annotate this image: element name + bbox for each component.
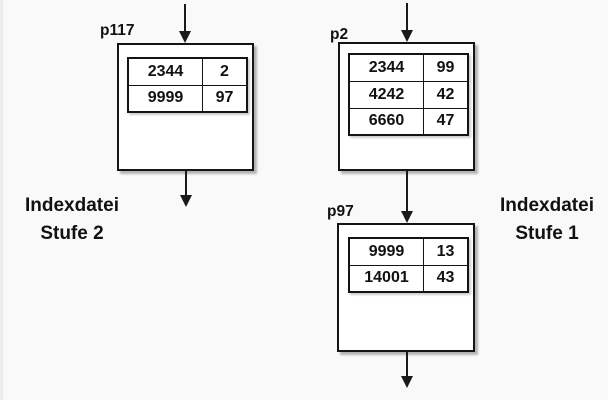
node-box-p117: 2344 2 9999 97 (117, 43, 254, 171)
table-cell-pointer: 47 (423, 107, 469, 136)
index-table-p97: 9999 13 14001 43 (348, 237, 469, 293)
arrow-out-of-p117 (179, 171, 192, 207)
table-cell-key: 2344 (127, 57, 203, 86)
arrow-head-icon (400, 211, 413, 223)
arrow-into-p2 (400, 3, 413, 42)
table-cell-pointer: 13 (423, 237, 469, 266)
table-cell-key: 9999 (127, 84, 203, 113)
node-label-p2: p2 (330, 26, 349, 43)
table-row: 9999 97 (127, 84, 248, 113)
table-cell-pointer: 42 (423, 80, 469, 109)
index-table-p117: 2344 2 9999 97 (127, 57, 248, 113)
table-row: 14001 43 (348, 264, 469, 293)
table-cell-pointer: 2 (202, 57, 248, 86)
caption-line: Indexdatei (500, 195, 594, 216)
arrow-into-p117 (178, 4, 191, 43)
table-row: 2344 2 (127, 57, 248, 86)
caption-index-level-2: Indexdatei Stufe 2 (8, 192, 136, 248)
arrow-head-icon (178, 31, 191, 43)
arrow-shaft (184, 171, 187, 195)
table-row: 6660 47 (348, 107, 469, 136)
caption-line: Stufe 2 (40, 223, 104, 244)
table-cell-pointer: 99 (423, 53, 469, 82)
node-label-p97: p97 (327, 203, 354, 220)
arrow-head-icon (400, 376, 413, 388)
arrow-head-icon (179, 195, 192, 207)
table-cell-pointer: 97 (202, 84, 248, 113)
node-box-p2: 2344 99 4242 42 6660 47 (338, 42, 475, 171)
arrow-p2-to-p97 (400, 171, 413, 223)
table-cell-key: 4242 (348, 80, 424, 109)
node-label-p117: p117 (100, 22, 135, 39)
table-cell-key: 6660 (348, 107, 424, 136)
arrow-shaft (405, 3, 408, 30)
caption-line: Indexdatei (25, 195, 119, 216)
table-row: 2344 99 (348, 53, 469, 82)
arrow-head-icon (400, 30, 413, 42)
caption-index-level-1: Indexdatei Stufe 1 (483, 192, 608, 248)
table-cell-pointer: 43 (423, 264, 469, 293)
arrow-shaft (405, 171, 408, 211)
arrow-out-of-p97 (400, 352, 413, 388)
table-row: 9999 13 (348, 237, 469, 266)
node-box-p97: 9999 13 14001 43 (337, 223, 475, 352)
arrow-shaft (405, 352, 408, 376)
page-edge (0, 0, 3, 400)
table-row: 4242 42 (348, 80, 469, 109)
arrow-shaft (183, 4, 186, 31)
table-cell-key: 2344 (348, 53, 424, 82)
table-cell-key: 14001 (348, 264, 424, 293)
caption-line: Stufe 1 (515, 223, 579, 244)
table-cell-key: 9999 (348, 237, 424, 266)
index-table-p2: 2344 99 4242 42 6660 47 (348, 53, 469, 136)
